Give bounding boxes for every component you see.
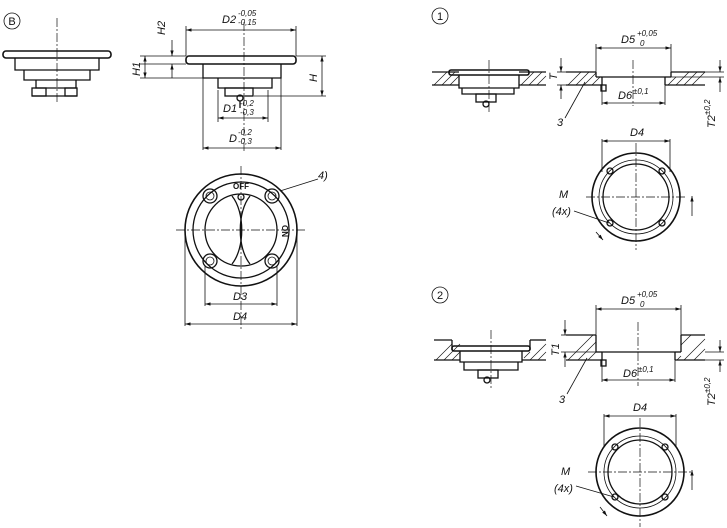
dim-d: D -0,2 -0,3 (229, 128, 252, 146)
svg-text:±0,2: ±0,2 (703, 377, 712, 393)
section-b: B (2, 9, 328, 330)
screw-hole (264, 253, 280, 269)
svg-text:T2: T2 (706, 393, 718, 406)
dim-t-1: T (548, 72, 560, 80)
svg-text:D: D (229, 133, 237, 145)
dim-h2: H2 (156, 21, 168, 35)
dim-h1: H1 (131, 62, 143, 76)
dim-d5-2: D5 +0,05 0 (621, 290, 658, 309)
svg-text:±0,1: ±0,1 (633, 87, 649, 96)
thread-m-1: M (4x) (552, 189, 571, 218)
svg-text:±0,2: ±0,2 (703, 99, 712, 115)
dim-h: H (308, 74, 320, 82)
cutout-section-2 (561, 305, 724, 395)
svg-text:2: 2 (437, 290, 443, 302)
svg-text:(4x): (4x) (552, 206, 571, 218)
knob-off-label: OFF (233, 182, 249, 191)
dim-t2-2: T2 ±0,2 (703, 377, 718, 406)
ref-3-2: 3 (559, 394, 566, 406)
svg-text:-0,3: -0,3 (240, 108, 254, 117)
screw-hole (202, 253, 218, 269)
front-view: OFF ON 4) (176, 166, 328, 330)
svg-text:D2: D2 (222, 14, 236, 26)
section-1: 1 (431, 7, 724, 250)
svg-text:T2: T2 (706, 115, 718, 128)
ref-3-1: 3 (557, 117, 564, 129)
svg-text:0: 0 (640, 300, 645, 309)
dim-d5-1: D5 +0,05 0 (621, 29, 658, 48)
svg-text:+0,05: +0,05 (637, 290, 658, 299)
section-2: 2 (431, 286, 724, 527)
installed-view-1 (432, 60, 547, 112)
dim-t1-2: T1 (550, 343, 562, 356)
screw-hole (202, 188, 218, 204)
dim-d4-1: D4 (630, 127, 644, 139)
thread-m-2: M (4x) (554, 466, 573, 495)
svg-text:-0,3: -0,3 (238, 137, 252, 146)
dim-d2: D2 -0,05 -0,15 (222, 9, 257, 27)
marker-1: 1 (431, 7, 449, 25)
note-4: 4) (318, 170, 328, 182)
svg-text:-0,2: -0,2 (240, 99, 254, 108)
svg-text:D1: D1 (223, 103, 237, 115)
svg-text:-0,05: -0,05 (238, 9, 257, 18)
knob-on-label: ON (280, 225, 289, 237)
dim-d4-2: D4 (633, 402, 647, 414)
svg-text:-0,15: -0,15 (238, 18, 257, 27)
svg-text:D5: D5 (621, 295, 636, 307)
marker-2: 2 (431, 286, 449, 304)
svg-text:(4x): (4x) (554, 483, 573, 495)
svg-text:D6: D6 (623, 368, 638, 380)
svg-text:M: M (559, 189, 569, 201)
svg-text:0: 0 (640, 39, 645, 48)
svg-text:D6: D6 (618, 90, 633, 102)
main-side-view (140, 22, 326, 152)
svg-text:1: 1 (437, 11, 443, 23)
installed-view-2 (434, 330, 547, 388)
marker-b: B (3, 12, 21, 30)
svg-text:M: M (561, 466, 571, 478)
dim-t2-1: T2 ±0,2 (703, 99, 718, 128)
screw-hole (264, 188, 280, 204)
svg-text:±0,1: ±0,1 (638, 365, 654, 374)
svg-text:-0,2: -0,2 (238, 128, 252, 137)
cutout-section-1 (557, 44, 724, 119)
mounting-pattern-2 (575, 414, 694, 527)
svg-text:+0,05: +0,05 (637, 29, 658, 38)
svg-text:B: B (8, 16, 15, 28)
dim-d4: D4 (233, 311, 247, 323)
svg-text:D5: D5 (621, 34, 636, 46)
small-side-view (2, 18, 112, 102)
dim-d6-2: D6 ±0,1 (623, 365, 654, 380)
mounting-pattern-1 (573, 139, 694, 250)
dim-d3: D3 (233, 291, 248, 303)
dim-d1: D1 -0,2 -0,3 (223, 99, 254, 117)
dim-d6-1: D6 ±0,1 (618, 87, 649, 102)
